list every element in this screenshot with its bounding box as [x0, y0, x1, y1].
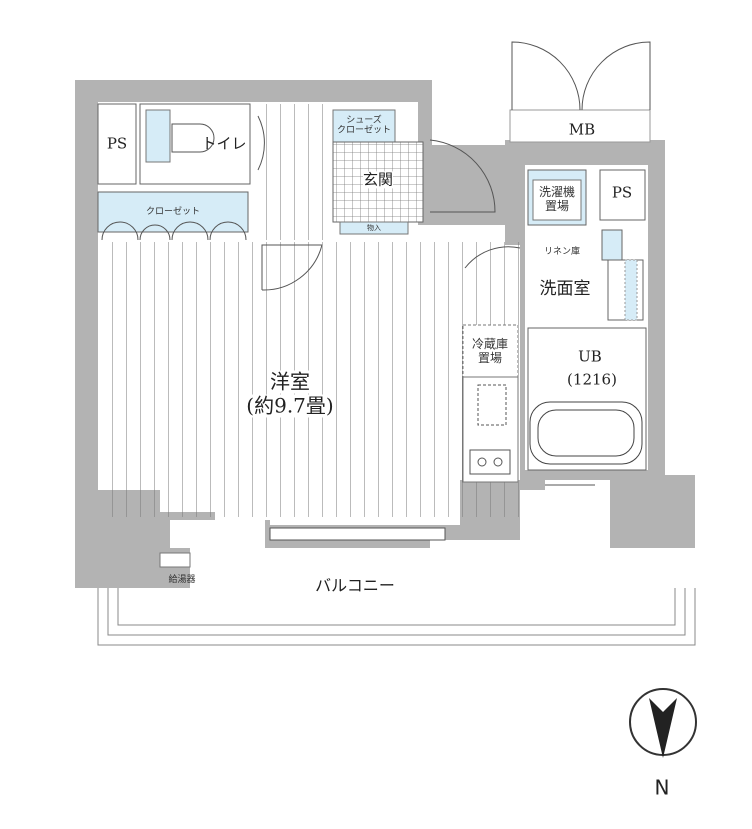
- mb-room: [509, 109, 651, 143]
- room-door: [261, 244, 323, 291]
- ps-right-label: PS: [611, 183, 633, 202]
- water-heater-label: 給湯器: [168, 574, 196, 585]
- ub-size-label: (1216): [567, 370, 617, 389]
- ps-left-label: PS: [106, 134, 128, 153]
- compass-north-label: N: [654, 775, 670, 800]
- washroom-door: [464, 246, 521, 269]
- linen-label: リネン庫: [543, 246, 581, 257]
- closet-room: [97, 191, 249, 233]
- western-room-label: 洋室: [270, 369, 310, 394]
- compass-icon: [629, 688, 697, 758]
- closet-label: クローゼット: [145, 206, 201, 217]
- mb-doors: [511, 41, 651, 111]
- sink-icon: [477, 384, 507, 426]
- toilet-bowl-icon: [171, 123, 215, 153]
- closet-doors: [101, 221, 247, 241]
- storage: [339, 221, 409, 235]
- entrance-door: [429, 139, 496, 213]
- balcony-window: [269, 527, 446, 541]
- balcony-railing: [97, 588, 696, 646]
- washroom-label: 洗面室: [539, 279, 591, 300]
- shoes-closet: [332, 109, 396, 143]
- toilet-label: トイレ: [201, 134, 247, 153]
- storage-label: 物入: [367, 223, 381, 232]
- flooring: [100, 242, 520, 517]
- linen-storage: [601, 229, 623, 261]
- water-heater: [159, 552, 191, 568]
- stove-icon: [469, 449, 511, 475]
- washer-space-label: 洗濯機置場: [538, 185, 575, 213]
- ub-label: UB: [578, 347, 602, 366]
- fridge-space-label: 冷蔵庫置場: [470, 337, 510, 366]
- toilet-door: [257, 115, 265, 171]
- balcony-label: バルコニー: [315, 575, 395, 595]
- western-room-size-label: (約9.7畳): [246, 393, 334, 418]
- ps-right-room: [599, 169, 646, 221]
- ps-left-room: [97, 103, 137, 185]
- entrance-label: 玄関: [362, 170, 394, 189]
- mb-label: MB: [568, 120, 596, 139]
- shoes-closet-label: シューズ クローゼット: [336, 115, 392, 136]
